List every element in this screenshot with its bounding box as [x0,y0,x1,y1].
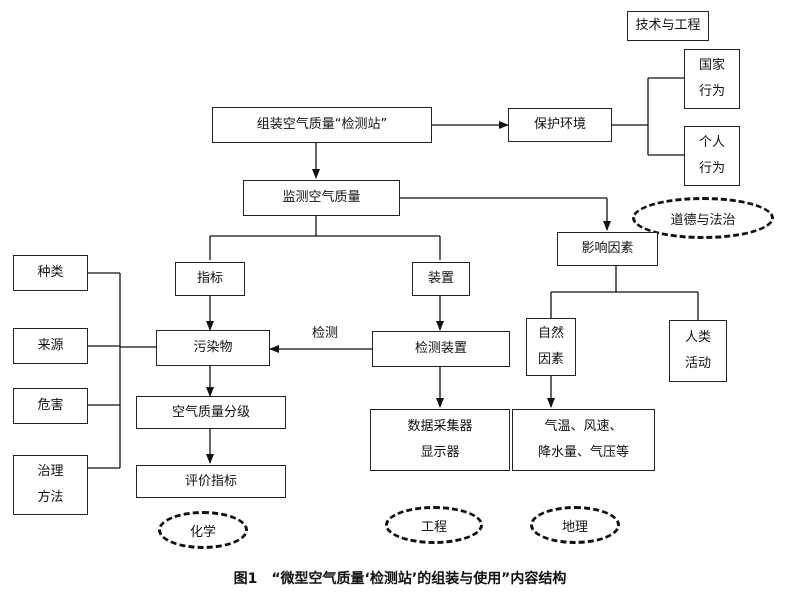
technology-engineering-box: 技术与工程 [627,11,709,41]
human-activity-box: 人类 活动 [669,320,727,382]
moral-law-ellipse: 道德与法治 [632,197,774,239]
data-collector-display-box: 数据采集器 显示器 [370,409,510,471]
kind-box: 种类 [13,255,88,291]
influencing-factors-box: 影响因素 [557,232,658,266]
detection-device-box: 检测装置 [372,331,510,367]
harm-box: 危害 [13,388,88,424]
device-box: 装置 [412,262,470,296]
assemble-station-box: 组装空气质量“检测站” [212,107,432,143]
monitor-air-quality-box: 监测空气质量 [243,180,400,216]
engineering-ellipse: 工程 [385,506,483,544]
grading-box: 空气质量分级 [136,396,286,429]
protect-environment-box: 保护环境 [508,108,612,142]
governance-method-box: 治理 方法 [13,455,88,515]
pollutant-box: 污染物 [156,330,270,366]
source-box: 来源 [13,328,88,364]
chemistry-ellipse: 化学 [158,511,248,549]
national-behavior-box: 国家 行为 [684,49,740,109]
indicator-box: 指标 [175,262,245,296]
natural-factors-box: 自然 因素 [526,318,576,376]
natural-detail-box: 气温、风速、 降水量、气压等 [512,409,655,471]
detect-edge-label: 检测 [312,326,339,341]
figure-caption: 图1 “微型空气质量‘检测站’的组装与使用”内容结构 [233,571,567,587]
personal-behavior-box: 个人 行为 [684,126,740,186]
geography-ellipse: 地理 [530,506,620,544]
evaluation-indicator-box: 评价指标 [136,465,286,498]
